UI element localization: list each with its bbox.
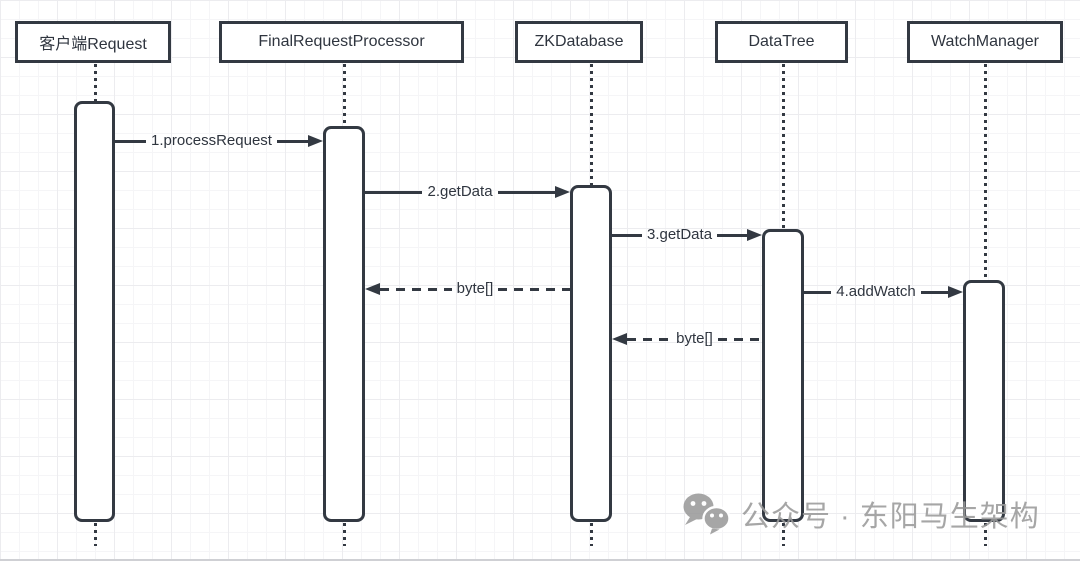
- arrowhead-right-icon: [747, 229, 763, 241]
- message-line: [276, 139, 308, 143]
- participant-box-watchmanager: WatchManager: [907, 21, 1063, 63]
- lifeline-tail-zkdatabase: [589, 523, 593, 546]
- activation-bar-zkdatabase: [570, 185, 612, 522]
- participant-box-zkdatabase: ZKDatabase: [515, 21, 643, 63]
- message-label: 3.getData: [646, 226, 713, 243]
- lifeline-datatree: [781, 64, 785, 229]
- participant-box-datatree: DataTree: [715, 21, 848, 63]
- participant-label: ZKDatabase: [534, 33, 624, 50]
- activation-bar-final-request-processor: [323, 126, 365, 522]
- message-dashed-line: [380, 287, 452, 291]
- lifeline-tail-client-request: [93, 523, 97, 546]
- message-label: 4.addWatch: [836, 283, 916, 300]
- activation-bar-datatree: [762, 229, 804, 522]
- participant-label: FinalRequestProcessor: [258, 33, 425, 50]
- arrowhead-right-icon: [555, 186, 571, 198]
- lifeline-zkdatabase: [589, 64, 593, 185]
- lifeline-tail-watchmanager: [983, 523, 987, 546]
- message-return-byte-2: byte[]: [612, 327, 762, 351]
- participant-label: DataTree: [748, 33, 815, 50]
- lifeline-tail-datatree: [781, 523, 785, 546]
- lifeline-tail-final-request-processor: [342, 523, 346, 546]
- message-line: [612, 233, 642, 237]
- message-addwatch: 4.addWatch: [804, 280, 963, 304]
- message-line: [365, 190, 423, 194]
- watermark-text: 公众号 · 东阳马生架构: [741, 501, 1040, 533]
- canvas-bottom-edge: [0, 559, 1080, 561]
- participant-label: WatchManager: [931, 33, 1039, 50]
- lifeline-client-request: [93, 64, 97, 101]
- participant-label: 客户端Request: [39, 36, 147, 53]
- message-label: byte[]: [676, 330, 713, 347]
- activation-bar-client-request: [74, 101, 115, 522]
- arrowhead-left-icon: [612, 333, 627, 345]
- message-line: [717, 233, 748, 237]
- lifeline-watchmanager: [983, 64, 987, 280]
- arrowhead-right-icon: [948, 286, 963, 298]
- message-line: [115, 139, 147, 143]
- message-process-request: 1.processRequest: [115, 129, 323, 153]
- message-dashed-line: [498, 287, 570, 291]
- message-getdata-3: 3.getData: [612, 223, 763, 247]
- message-label: byte[]: [456, 280, 494, 297]
- arrowhead-right-icon: [308, 135, 323, 147]
- message-dashed-line: [717, 337, 762, 341]
- watermark: 公众号 · 东阳马生架构: [682, 492, 1040, 536]
- message-line: [920, 290, 948, 294]
- message-label: 1.processRequest: [151, 132, 272, 149]
- activation-bar-watchmanager: [963, 280, 1005, 522]
- arrowhead-left-icon: [365, 283, 380, 295]
- message-line: [804, 290, 832, 294]
- participant-box-final-request-processor: FinalRequestProcessor: [219, 21, 464, 63]
- message-return-byte-1: byte[]: [365, 277, 570, 301]
- participant-box-client-request: 客户端Request: [15, 21, 171, 63]
- message-getdata-2: 2.getData: [365, 180, 571, 204]
- wechat-icon: [682, 492, 732, 536]
- message-line: [497, 190, 556, 194]
- lifeline-final-request-processor: [342, 64, 346, 126]
- message-label: 2.getData: [427, 183, 493, 200]
- message-dashed-line: [627, 337, 672, 341]
